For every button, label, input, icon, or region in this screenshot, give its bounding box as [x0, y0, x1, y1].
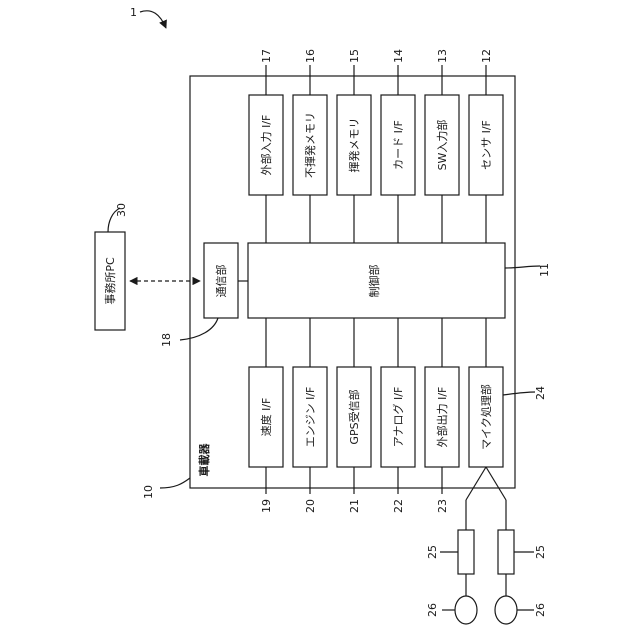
office-pc-ref: 30	[115, 203, 128, 217]
microphone-right-icon	[495, 596, 517, 624]
bottom-block-ref: 22	[392, 499, 405, 513]
amplifier-left-box	[458, 530, 474, 574]
top-block-ref: 15	[348, 49, 361, 63]
vehicle-device-leader	[160, 478, 190, 488]
top-block-label: 揮発メモリ	[347, 118, 361, 173]
top-block-ref: 16	[304, 49, 317, 63]
comm-unit-label: 通信部	[214, 265, 228, 298]
top-block-ref: 14	[392, 49, 405, 63]
bottom-block-ref: 21	[348, 499, 361, 513]
bottom-block-label: マイク処理部	[479, 384, 493, 450]
control-unit-label: 制御部	[367, 265, 381, 298]
system-ref-arrow	[140, 11, 166, 28]
vehicle-device-ref: 10	[142, 485, 155, 499]
top-block-ref: 13	[436, 49, 449, 63]
bottom-block-label: GPS受信部	[347, 389, 361, 444]
office-pc-label: 事務所PC	[103, 257, 117, 305]
amplifier-right-box	[498, 530, 514, 574]
microphone-left-icon	[455, 596, 477, 624]
control-unit-ref: 11	[538, 263, 551, 277]
vehicle-device-label: 車載器	[197, 443, 211, 477]
bottom-block-label: 外部出力 I/F	[435, 387, 449, 448]
top-block-label: 不揮発メモリ	[303, 112, 317, 178]
amplifier-left-ref: 25	[426, 545, 439, 559]
top-block-label: SW入力部	[435, 120, 449, 171]
top-block-ref: 17	[260, 49, 273, 63]
microphone-right-ref: 26	[534, 603, 547, 617]
microphone-left-ref: 26	[426, 603, 439, 617]
bottom-block-label: アナログ I/F	[391, 387, 405, 448]
bottom-block-label: 速度 I/F	[259, 398, 273, 437]
bottom-block-ref: 20	[304, 499, 317, 513]
comm-unit-ref: 18	[160, 333, 173, 347]
bottom-block-ref: 24	[534, 386, 547, 400]
system-ref: 1	[130, 6, 137, 19]
top-block-ref: 12	[480, 49, 493, 63]
bottom-block-ref: 23	[436, 499, 449, 513]
amplifier-right-ref: 25	[534, 545, 547, 559]
top-block-label: カード I/F	[392, 120, 405, 170]
bottom-block-label: エンジン I/F	[304, 387, 317, 448]
bottom-block-ref: 19	[260, 499, 273, 513]
top-block-label: 外部入力 I/F	[259, 115, 273, 176]
top-block-label: センサ I/F	[480, 120, 493, 170]
